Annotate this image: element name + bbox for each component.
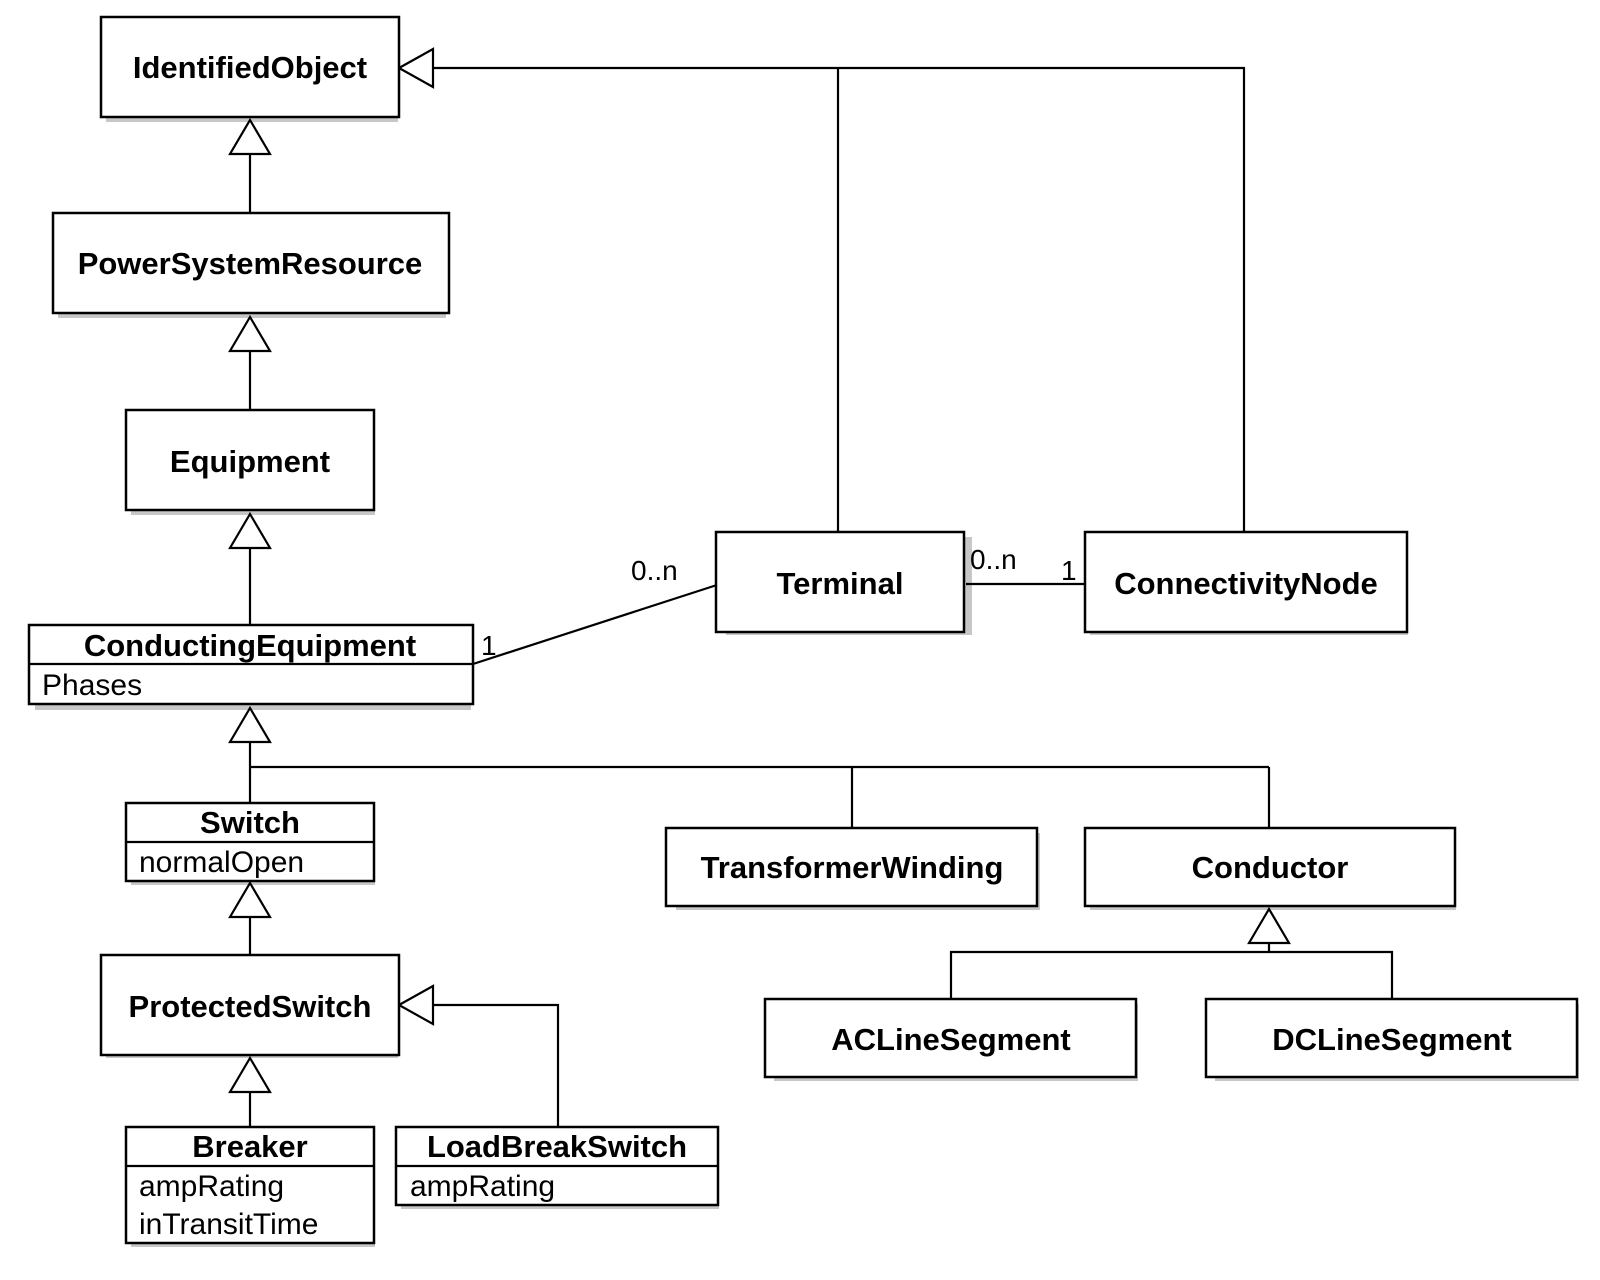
terminal-left-multiplicity: 0..n (631, 555, 678, 586)
generalization-arrowheads (228, 47, 1291, 1094)
class-breaker[interactable]: Breaker ampRating inTransitTime (124, 1125, 376, 1245)
class-name: Equipment (170, 444, 330, 479)
power-system-resource-arrow-from-equipment (228, 314, 272, 353)
class-name: ACLineSegment (831, 1022, 1070, 1057)
terminal-connectivity-node-generalization-line (433, 66, 1246, 532)
class-conductor[interactable]: Conductor (1083, 826, 1457, 908)
class-connectivity-node[interactable]: ConnectivityNode (1083, 530, 1409, 634)
conducting-equipment-terminal-association (472, 582, 721, 666)
class-name: TransformerWinding (701, 850, 1004, 885)
class-dc-line-segment[interactable]: DCLineSegment (1204, 997, 1579, 1079)
conducting-equipment-multiplicity: 1 (481, 630, 497, 661)
class-name: ConnectivityNode (1114, 566, 1378, 601)
class-name: ConductingEquipment (84, 628, 416, 663)
class-power-system-resource[interactable]: PowerSystemResource (51, 211, 451, 315)
class-name: Switch (200, 805, 300, 840)
class-transformer-winding[interactable]: TransformerWinding (664, 826, 1039, 908)
association-multiplicities: 1 0..n 0..n 1 (481, 544, 1077, 661)
conductor-arrow-from-line-segments (1247, 906, 1291, 945)
class-attribute: Phases (42, 669, 142, 702)
class-equipment[interactable]: Equipment (124, 408, 376, 512)
class-name: PowerSystemResource (78, 246, 423, 281)
class-name: Conductor (1192, 850, 1349, 885)
class-switch[interactable]: Switch normalOpen (124, 801, 376, 883)
connectivity-node-multiplicity: 1 (1061, 555, 1077, 586)
class-name: DCLineSegment (1272, 1022, 1511, 1057)
class-name: Terminal (777, 566, 904, 601)
identified-object-arrow-from-terminal (396, 47, 435, 89)
load-break-switch-generalization-line (433, 1003, 560, 1127)
protected-switch-arrow-from-breaker (228, 1055, 272, 1094)
identified-object-arrow-from-power-system-resource (228, 117, 272, 156)
class-attribute: normalOpen (139, 846, 304, 879)
line-segment-generalization-branch (949, 950, 1394, 999)
conducting-equipment-arrow-from-subclasses (228, 705, 272, 744)
class-ac-line-segment[interactable]: ACLineSegment (763, 997, 1138, 1079)
class-identified-object[interactable]: IdentifiedObject (99, 15, 401, 119)
protected-switch-arrow-from-load-break-switch (396, 984, 435, 1026)
class-name: IdentifiedObject (133, 50, 367, 85)
class-name: ProtectedSwitch (129, 989, 372, 1024)
switch-arrow-from-protected-switch (228, 880, 272, 919)
class-protected-switch[interactable]: ProtectedSwitch (99, 953, 401, 1057)
class-attribute: ampRating (139, 1170, 284, 1203)
class-attribute: inTransitTime (139, 1208, 318, 1241)
class-load-break-switch[interactable]: LoadBreakSwitch ampRating (394, 1125, 720, 1207)
class-conducting-equipment[interactable]: ConductingEquipment Phases (27, 623, 475, 706)
terminal-right-multiplicity: 0..n (970, 544, 1017, 575)
equipment-arrow-from-conducting-equipment (228, 511, 272, 550)
class-name: Breaker (192, 1129, 307, 1164)
class-name: LoadBreakSwitch (427, 1129, 687, 1164)
relationship-lines (248, 66, 1394, 1127)
class-attribute: ampRating (410, 1170, 555, 1203)
class-terminal[interactable]: Terminal (714, 530, 966, 634)
